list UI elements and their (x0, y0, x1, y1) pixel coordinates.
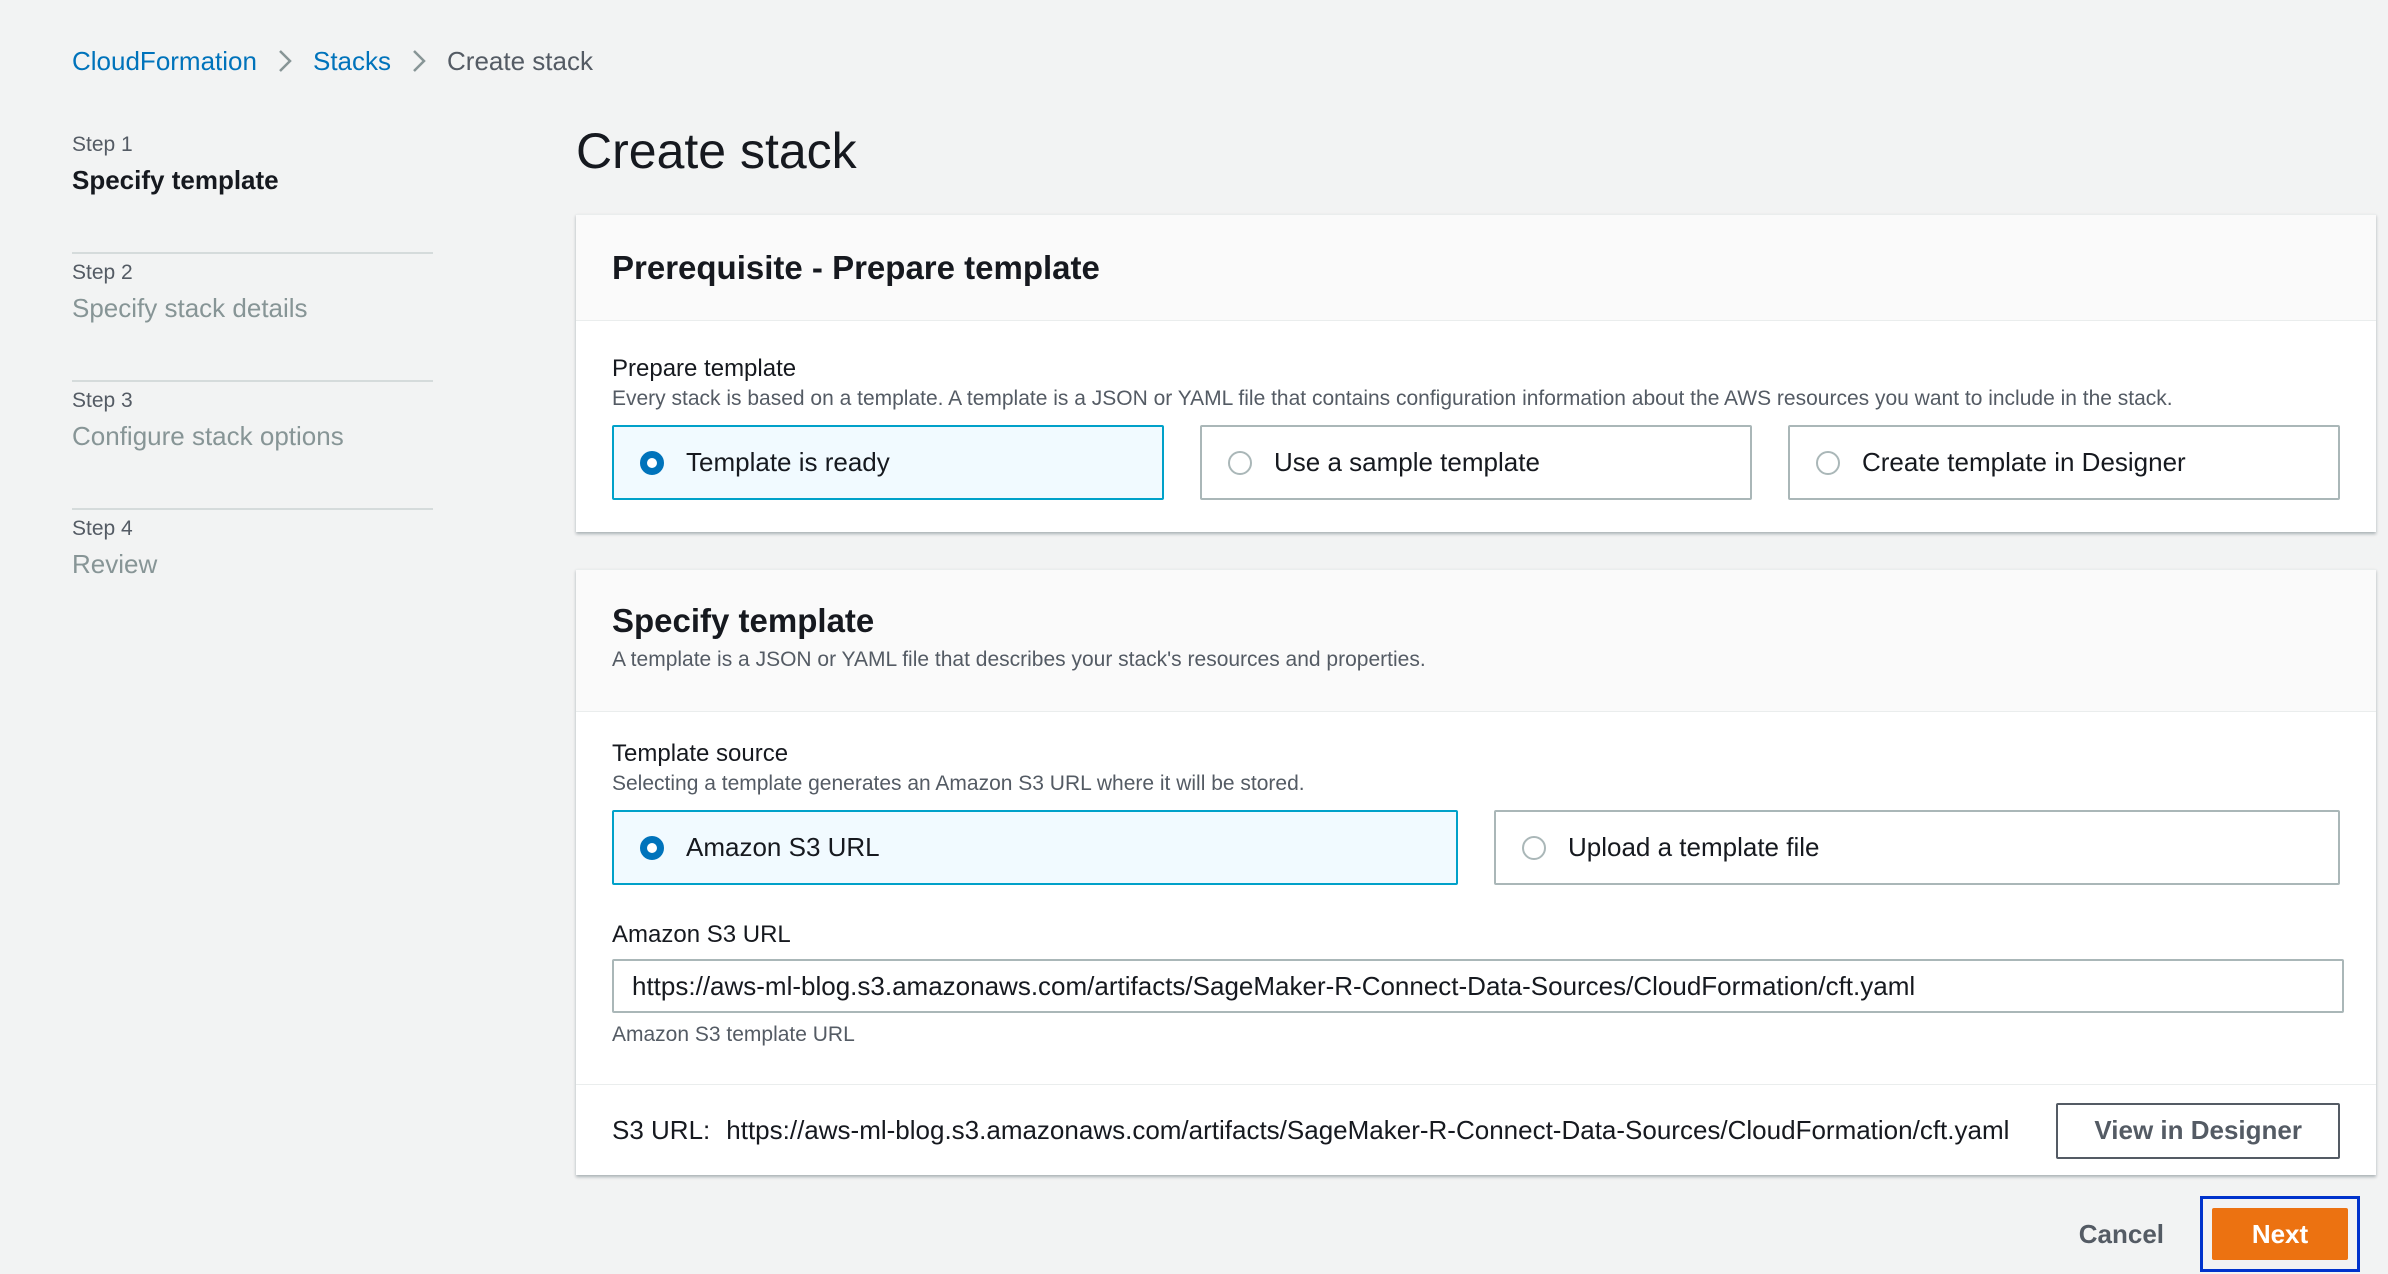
prepare-template-description: Every stack is based on a template. A te… (612, 387, 2173, 410)
radio-selected-icon[interactable] (640, 450, 664, 475)
step-number: Step 1 (72, 133, 133, 156)
s3-url-summary-row: S3 URL: https://aws-ml-blog.s3.amazonaws.… (576, 1084, 2376, 1176)
step-title: Review (72, 549, 158, 579)
next-button-focus-ring: Next (2200, 1196, 2360, 1272)
wizard-step-2: Step 2 Specify stack details (72, 254, 433, 382)
specify-template-header: Specify template A template is a JSON or… (576, 570, 2376, 712)
radio-unselected-icon[interactable] (1228, 450, 1252, 475)
option-label: Upload a template file (1568, 832, 1820, 862)
option-create-in-designer[interactable]: Create template in Designer (1788, 425, 2340, 500)
prerequisite-container: Prerequisite - Prepare template Prepare … (576, 214, 2376, 532)
s3-url-label: Amazon S3 URL (612, 921, 791, 948)
breadcrumb-current: Create stack (447, 45, 593, 76)
prepare-template-options: Template is ready Use a sample template … (612, 425, 2340, 500)
wizard-actions: Cancel Next (2079, 1196, 2360, 1272)
option-label: Template is ready (686, 447, 890, 477)
step-title: Specify stack details (72, 293, 308, 323)
wizard-step-4: Step 4 Review (72, 510, 433, 638)
specify-template-description: A template is a JSON or YAML file that d… (612, 648, 1426, 671)
breadcrumb: CloudFormation Stacks Create stack (72, 42, 593, 80)
s3-url-summary: S3 URL: https://aws-ml-blog.s3.amazonaws.… (612, 1115, 2009, 1146)
s3-url-summary-value: https://aws-ml-blog.s3.amazonaws.com/art… (726, 1115, 2010, 1145)
template-source-label: Template source (612, 740, 789, 767)
view-in-designer-button[interactable]: View in Designer (2056, 1102, 2340, 1159)
s3-url-hint: Amazon S3 template URL (612, 1023, 855, 1046)
wizard-step-3: Step 3 Configure stack options (72, 382, 433, 510)
step-title: Configure stack options (72, 421, 344, 451)
prerequisite-header: Prerequisite - Prepare template (576, 215, 2376, 321)
step-number: Step 3 (72, 389, 133, 412)
option-label: Amazon S3 URL (686, 832, 880, 862)
option-label: Create template in Designer (1862, 447, 2186, 477)
chevron-right-icon (411, 48, 427, 74)
prerequisite-title: Prerequisite - Prepare template (612, 248, 1100, 286)
template-source-field: Template source Selecting a template gen… (576, 712, 2376, 1084)
page-title: Create stack (576, 123, 857, 179)
option-amazon-s3-url[interactable]: Amazon S3 URL (612, 810, 1458, 885)
radio-selected-icon[interactable] (640, 835, 664, 860)
option-upload-template-file[interactable]: Upload a template file (1494, 810, 2340, 885)
template-source-options: Amazon S3 URL Upload a template file (612, 810, 2340, 885)
specify-template-container: Specify template A template is a JSON or… (576, 569, 2376, 1175)
step-title: Specify template (72, 165, 279, 195)
wizard-step-1: Step 1 Specify template (72, 126, 433, 254)
breadcrumb-cloudformation-link[interactable]: CloudFormation (72, 45, 257, 76)
prepare-template-label: Prepare template (612, 355, 797, 382)
breadcrumb-stacks-link[interactable]: Stacks (312, 45, 392, 76)
step-number: Step 4 (72, 517, 133, 540)
chevron-right-icon (277, 48, 293, 74)
option-label: Use a sample template (1274, 447, 1540, 477)
radio-unselected-icon[interactable] (1522, 835, 1546, 860)
option-template-is-ready[interactable]: Template is ready (612, 425, 1164, 500)
template-source-description: Selecting a template generates an Amazon… (612, 772, 1305, 795)
specify-template-title: Specify template (612, 602, 875, 639)
s3-url-summary-label: S3 URL: (612, 1115, 711, 1145)
option-use-sample-template[interactable]: Use a sample template (1200, 425, 1752, 500)
radio-unselected-icon[interactable] (1816, 450, 1840, 475)
cancel-button[interactable]: Cancel (2078, 1218, 2164, 1249)
prepare-template-field: Prepare template Every stack is based on… (576, 321, 2376, 500)
next-button[interactable]: Next (2212, 1208, 2348, 1260)
s3-url-input[interactable] (612, 959, 2344, 1013)
wizard-steps: Step 1 Specify template Step 2 Specify s… (72, 126, 433, 638)
step-number: Step 2 (72, 261, 133, 284)
